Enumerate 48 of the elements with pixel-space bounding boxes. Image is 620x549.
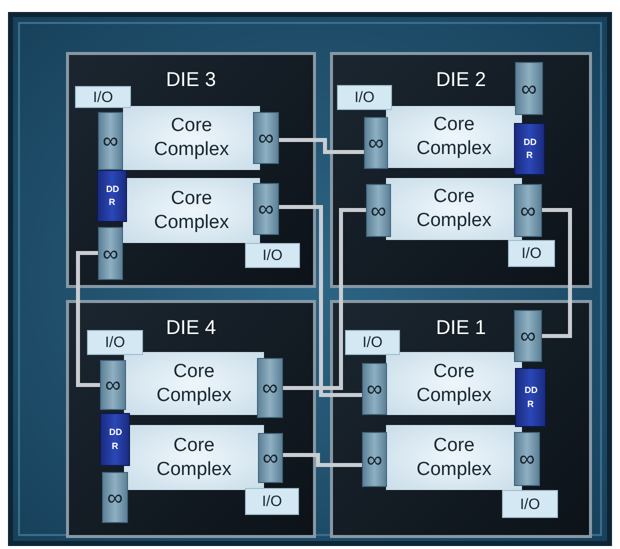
io-block: I/O: [337, 85, 392, 110]
fabric-link-block: ∞: [102, 472, 128, 523]
die-panel: [330, 52, 592, 288]
die-title: DIE 1: [436, 317, 486, 340]
fabric-link-block: ∞: [258, 433, 283, 483]
io-block: I/O: [87, 330, 143, 355]
fabric-link-block: ∞: [98, 112, 123, 170]
core-complex-block: Core Complex: [124, 425, 264, 490]
core-complex-block: Core Complex: [386, 352, 522, 415]
die-panel: [66, 52, 316, 288]
io-block: I/O: [75, 86, 131, 108]
package-substrate: [8, 12, 612, 546]
die-title: DIE 3: [166, 69, 216, 92]
io-block: I/O: [508, 240, 555, 267]
fabric-link-block: ∞: [514, 310, 542, 362]
fabric-link-block: ∞: [100, 360, 126, 410]
core-complex-block: Core Complex: [386, 178, 522, 240]
fabric-link-block: ∞: [257, 358, 283, 418]
fabric-link-block: ∞: [514, 432, 540, 486]
fabric-link-block: ∞: [515, 62, 543, 115]
io-block: I/O: [345, 330, 400, 355]
fabric-connector: [542, 208, 572, 338]
die-title: DIE 4: [166, 317, 216, 340]
io-block: I/O: [245, 243, 300, 268]
io-block: I/O: [502, 490, 558, 518]
fabric-link-block: ∞: [253, 183, 279, 235]
fabric-link-block: ∞: [362, 363, 387, 415]
memory-controller-block: DD R: [100, 413, 130, 466]
fabric-connector: [76, 251, 100, 387]
die-panel: [66, 300, 316, 538]
core-complex-block: Core Complex: [124, 352, 264, 415]
memory-controller-block: DD R: [97, 170, 127, 222]
core-complex-block: Core Complex: [123, 178, 260, 243]
fabric-link-block: ∞: [253, 112, 279, 164]
fabric-link-block: ∞: [362, 432, 387, 487]
fabric-link-block: ∞: [366, 184, 391, 237]
fabric-connector: [283, 453, 362, 467]
memory-controller-block: DD R: [514, 123, 545, 175]
core-complex-block: Core Complex: [386, 106, 522, 168]
memory-controller-block: DD R: [515, 368, 546, 427]
fabric-link-block: ∞: [514, 184, 542, 237]
fabric-connector: [279, 138, 364, 154]
io-block: I/O: [245, 488, 299, 515]
fabric-link-block: ∞: [98, 227, 123, 280]
die-panel: [330, 300, 592, 538]
die-title: DIE 2: [436, 69, 486, 92]
fabric-link-block: ∞: [364, 117, 388, 169]
core-complex-block: Core Complex: [123, 106, 260, 170]
